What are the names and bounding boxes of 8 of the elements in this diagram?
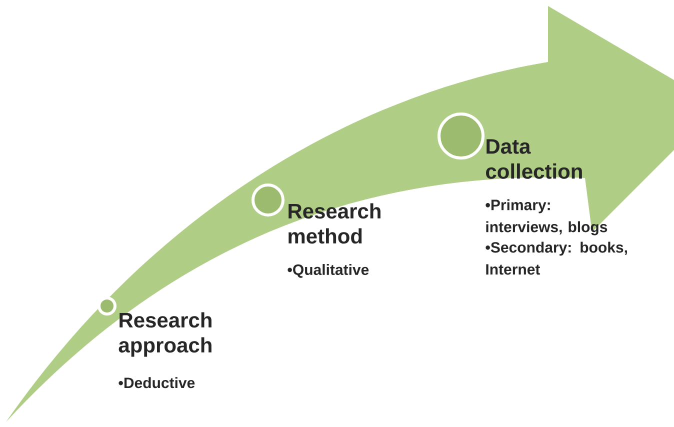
bullet-text: •Primary: interviews, blogs — [486, 199, 608, 236]
bullet-text: •Deductive — [118, 377, 195, 388]
heading: Data collection — [486, 139, 582, 179]
circle-marker — [98, 296, 116, 316]
bullet-text: •Qualitative — [288, 264, 369, 278]
heading: Research approach — [118, 312, 212, 357]
bullet-text: •Secondary: books, Internet — [486, 242, 627, 275]
circle-marker — [438, 112, 484, 160]
